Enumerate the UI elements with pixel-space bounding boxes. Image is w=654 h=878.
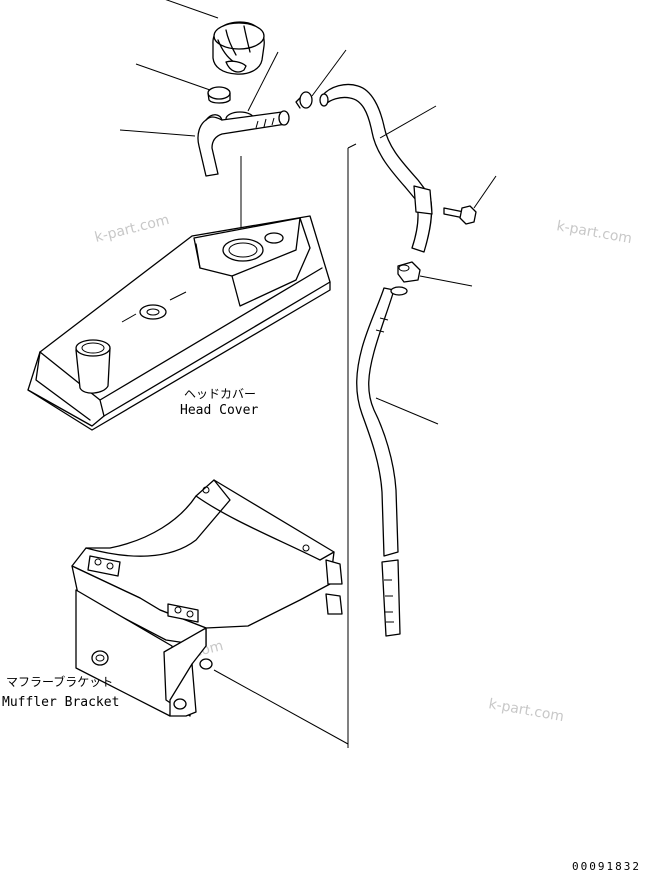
filler-cap xyxy=(165,0,265,75)
head-cover-label-jp: ヘッドカバー xyxy=(184,387,256,401)
hose-connector xyxy=(397,261,473,287)
lower-breather-hose xyxy=(356,286,439,637)
muffler-bracket-label-jp: マフラーブラケット xyxy=(6,674,113,689)
watermark-1: k-part.com xyxy=(93,212,171,246)
muffler-bracket-label-en: Muffler Bracket xyxy=(2,695,119,710)
watermark-2: k-part.com xyxy=(555,218,633,247)
head-cover-label-en: Head Cover xyxy=(180,403,258,418)
drawing-code: 00091832 xyxy=(572,860,641,873)
muffler-bracket xyxy=(71,479,349,745)
upper-breather-tube xyxy=(319,83,437,253)
assembly-center-line xyxy=(347,143,357,748)
watermark-4: k-part.com xyxy=(487,696,565,725)
bolt xyxy=(443,175,497,225)
head-cover xyxy=(27,215,331,431)
breather-pipe xyxy=(119,110,290,177)
hose-clamp-right xyxy=(295,49,347,109)
hose-clamp-left xyxy=(135,63,231,104)
